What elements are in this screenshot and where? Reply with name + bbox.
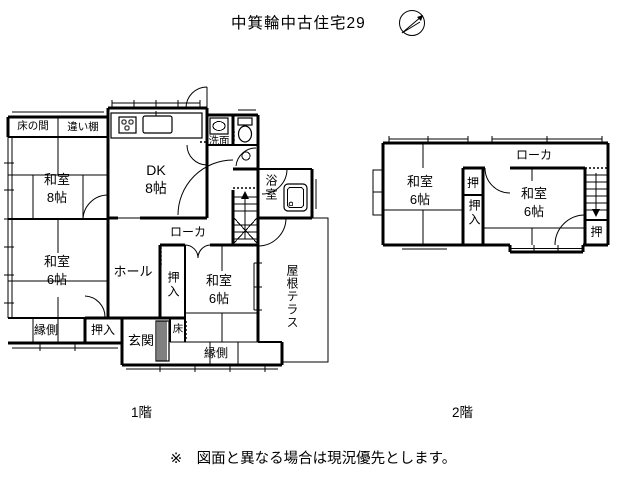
label-f2-oshi-bottom: 押: [590, 225, 603, 239]
genkan-step-hatch: [155, 320, 170, 362]
floor1-plan: 床の間 違い棚 和室 8帖 DK 8帖 洗面 浴室 ローカ ホール 押入 和室 …: [0, 85, 340, 385]
page-title: 中箕輪中古住宅29: [231, 15, 366, 32]
label-yane-terrace: 屋根テラス: [285, 264, 299, 329]
label-f2-oshiire: 押入: [467, 199, 481, 227]
floor2-windows: [388, 136, 603, 252]
bathtub-icon: [283, 183, 308, 212]
window-bay-west: [372, 169, 384, 216]
window-left-wall: [4, 137, 14, 318]
window-engawa-south: [12, 343, 278, 372]
toilet2-icon: [241, 151, 251, 161]
label-chigaidana: 違い棚: [67, 121, 99, 133]
label-toko: 床: [172, 323, 184, 335]
label-roka-1f: ローカ: [169, 225, 206, 239]
label-genkan: 玄関: [127, 333, 154, 348]
kitchen-sink-icon: [142, 111, 173, 134]
window-top-walls: [12, 100, 256, 113]
floor1-linework: [4, 86, 329, 372]
washbasin-icon: [209, 117, 229, 135]
door-arcs: [82, 86, 288, 318]
label-yokushitsu: 浴室: [264, 174, 278, 202]
floor2-plan: ローカ 和室 6帖 押 押入 和室 6帖 押: [362, 133, 640, 268]
stove-icon: [118, 116, 137, 134]
stairs-down-icon: [585, 167, 608, 217]
window-washitsu-south-east: [253, 262, 262, 311]
label-washitsu8: 和室 8帖: [43, 172, 70, 205]
label-f2-washitsu6-right: 和室 6帖: [520, 186, 547, 219]
floor1-caption: 1階: [131, 405, 153, 420]
floor2-caption: 2階: [452, 405, 474, 420]
label-f2-oshi-top: 押: [466, 176, 479, 190]
disclaimer-note: ※ 図面と異なる場合は現況優先とします。: [170, 451, 457, 467]
label-engawa-right: 縁側: [203, 346, 228, 360]
toilet-icon: [237, 117, 253, 143]
label-oshiire-center: 押入: [166, 271, 180, 299]
stairs-up-icon: [233, 187, 258, 244]
north-arrow-icon: [399, 10, 425, 36]
label-engawa-left: 縁側: [33, 323, 58, 337]
label-washitsu6-south: 和室 6帖: [205, 273, 232, 306]
floor2-tatami-lines: [383, 143, 585, 245]
label-oshiire-south: 押入: [90, 323, 115, 337]
yane-terrace-outline: [258, 217, 329, 363]
label-washitsu6-left: 和室 6帖: [43, 254, 70, 287]
label-dk: DK 8帖: [145, 162, 167, 196]
dotted-markers: [160, 131, 235, 339]
label-tokonoma: 床の間: [17, 120, 49, 132]
tatami-lines: [8, 137, 258, 365]
label-roka-2f: ローカ: [515, 148, 552, 162]
label-f2-washitsu6-left: 和室 6帖: [406, 174, 433, 207]
label-hall: ホール: [113, 264, 153, 279]
floor2-door-arcs: [484, 167, 586, 246]
floor2-linework: [372, 136, 610, 254]
label-senmen: 洗面: [208, 135, 230, 147]
